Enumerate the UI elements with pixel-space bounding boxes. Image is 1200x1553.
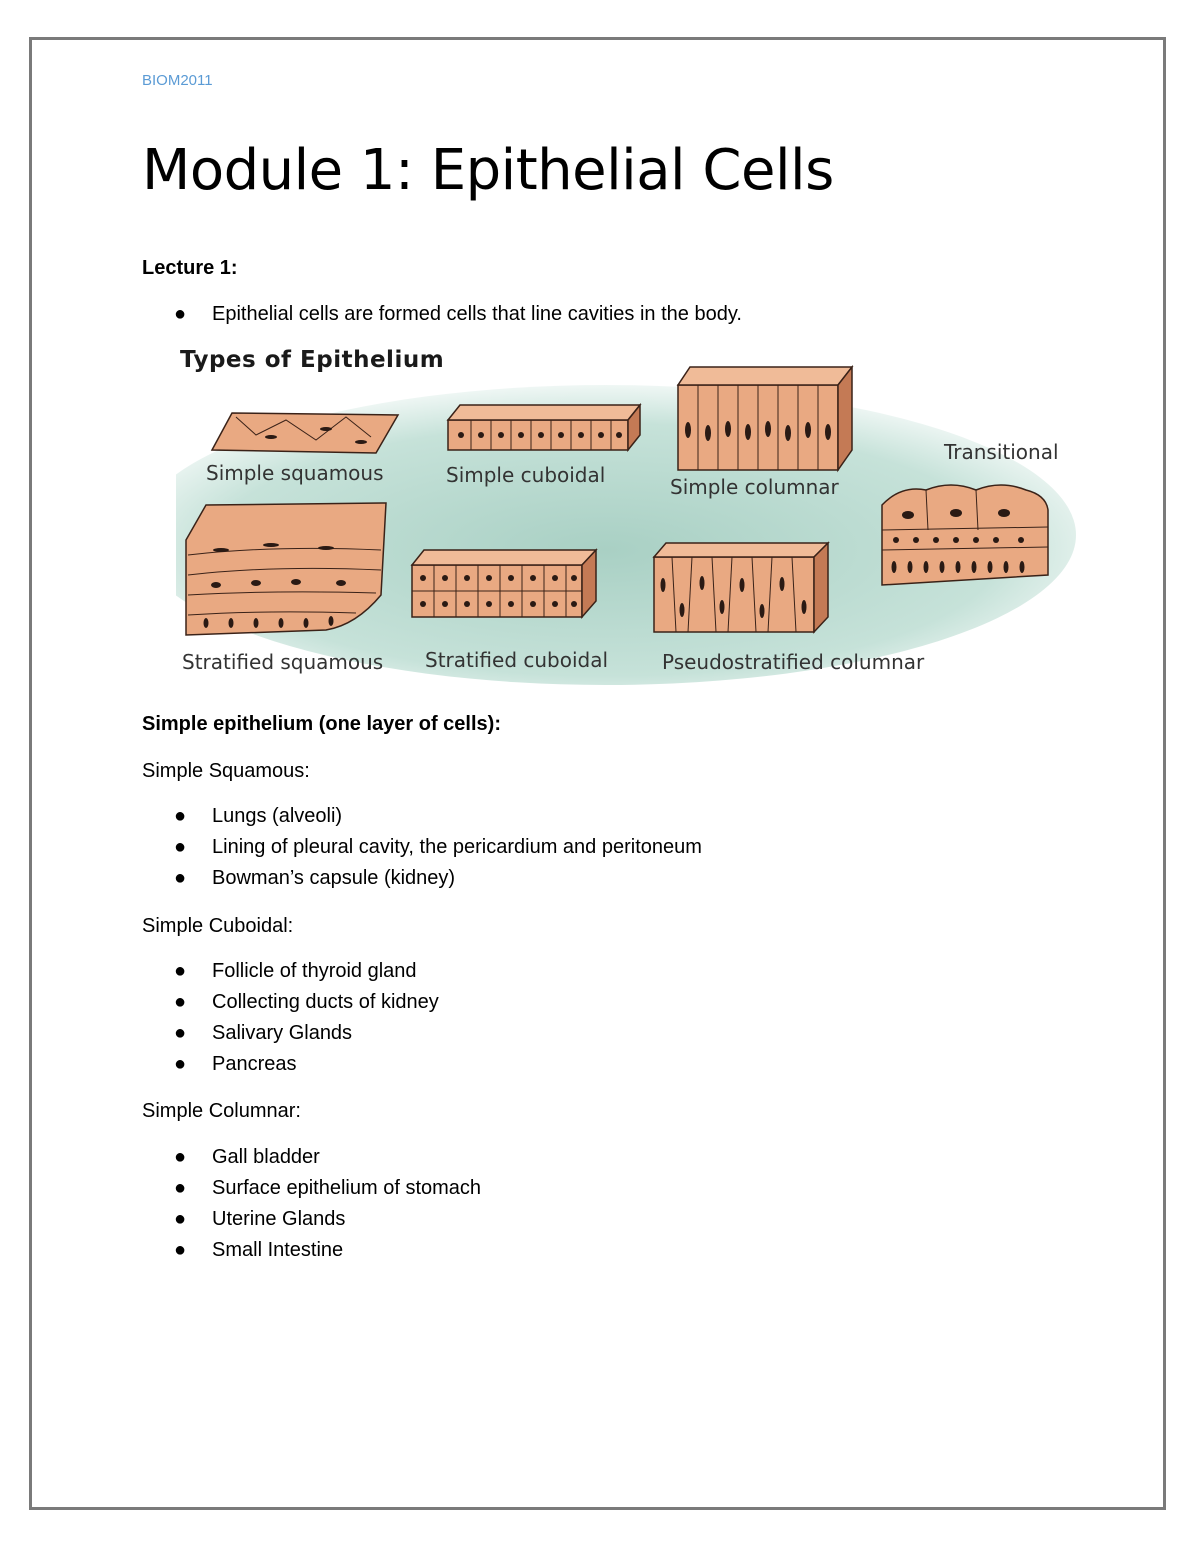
label-simple-columnar: Simple columnar xyxy=(670,475,839,499)
section-heading-simple-columnar: Simple Columnar: xyxy=(142,1100,301,1122)
bullet-icon: ● xyxy=(174,1053,187,1075)
simple-cuboidal-list: ●Follicle of thyroid gland ●Collecting d… xyxy=(142,956,439,1080)
label-stratified-cuboidal: Stratified cuboidal xyxy=(425,648,609,672)
label-pseudostratified-columnar: Pseudostratified columnar xyxy=(662,650,925,674)
list-item: ●Follicle of thyroid gland xyxy=(142,956,439,987)
simple-squamous-list: ●Lungs (alveoli) ●Lining of pleural cavi… xyxy=(142,801,702,894)
list-item: ●Collecting ducts of kidney xyxy=(142,987,439,1018)
bullet-icon: ● xyxy=(174,805,187,827)
simple-cuboidal-drawing xyxy=(446,402,642,453)
bullet-icon: ● xyxy=(174,1208,187,1230)
epithelium-illustration xyxy=(136,364,1076,685)
bullet-icon: ● xyxy=(174,836,187,858)
stratified-cuboidal-drawing xyxy=(410,548,598,619)
course-code: BIOM2011 xyxy=(142,72,213,89)
simple-epithelium-heading: Simple epithelium (one layer of cells): xyxy=(142,713,501,735)
pseudostratified-columnar-drawing xyxy=(652,541,830,634)
list-item: ●Salivary Glands xyxy=(142,1018,439,1049)
list-item: ●Pancreas xyxy=(142,1049,439,1080)
list-item: ●Bowman’s capsule (kidney) xyxy=(142,863,702,894)
list-item: ●Epithelial cells are formed cells that … xyxy=(142,299,742,330)
label-simple-cuboidal: Simple cuboidal xyxy=(446,463,606,487)
bullet-icon: ● xyxy=(174,867,187,889)
bullet-icon: ● xyxy=(174,1177,187,1199)
list-item: ●Lungs (alveoli) xyxy=(142,801,702,832)
simple-columnar-list: ●Gall bladder ●Surface epithelium of sto… xyxy=(142,1142,481,1266)
label-stratified-squamous: Stratified squamous xyxy=(182,650,384,674)
simple-columnar-drawing xyxy=(676,364,854,473)
transitional-drawing xyxy=(881,484,1049,586)
lecture-heading: Lecture 1: xyxy=(142,257,238,279)
epithelium-figure: Types of Epithelium Simple squamous Simp… xyxy=(136,345,1082,690)
intro-list: ●Epithelial cells are formed cells that … xyxy=(142,299,742,330)
bullet-icon: ● xyxy=(174,303,187,325)
list-item: ●Lining of pleural cavity, the pericardi… xyxy=(142,832,702,863)
list-item: ●Surface epithelium of stomach xyxy=(142,1173,481,1204)
list-item: ●Gall bladder xyxy=(142,1142,481,1173)
list-item: ●Small Intestine xyxy=(142,1235,481,1266)
list-item: ●Uterine Glands xyxy=(142,1204,481,1235)
bullet-icon: ● xyxy=(174,1239,187,1261)
label-transitional: Transitional xyxy=(944,440,1059,464)
section-heading-simple-cuboidal: Simple Cuboidal: xyxy=(142,915,294,937)
simple-squamous-drawing xyxy=(210,412,400,454)
stratified-squamous-drawing xyxy=(185,502,387,636)
page-border xyxy=(29,37,1166,1510)
bullet-icon: ● xyxy=(174,1022,187,1044)
page-title: Module 1: Epithelial Cells xyxy=(142,138,834,203)
bullet-icon: ● xyxy=(174,1146,187,1168)
figure-title: Types of Epithelium xyxy=(180,347,445,373)
bullet-icon: ● xyxy=(174,960,187,982)
section-heading-simple-squamous: Simple Squamous: xyxy=(142,760,310,782)
label-simple-squamous: Simple squamous xyxy=(206,461,384,485)
bullet-icon: ● xyxy=(174,991,187,1013)
